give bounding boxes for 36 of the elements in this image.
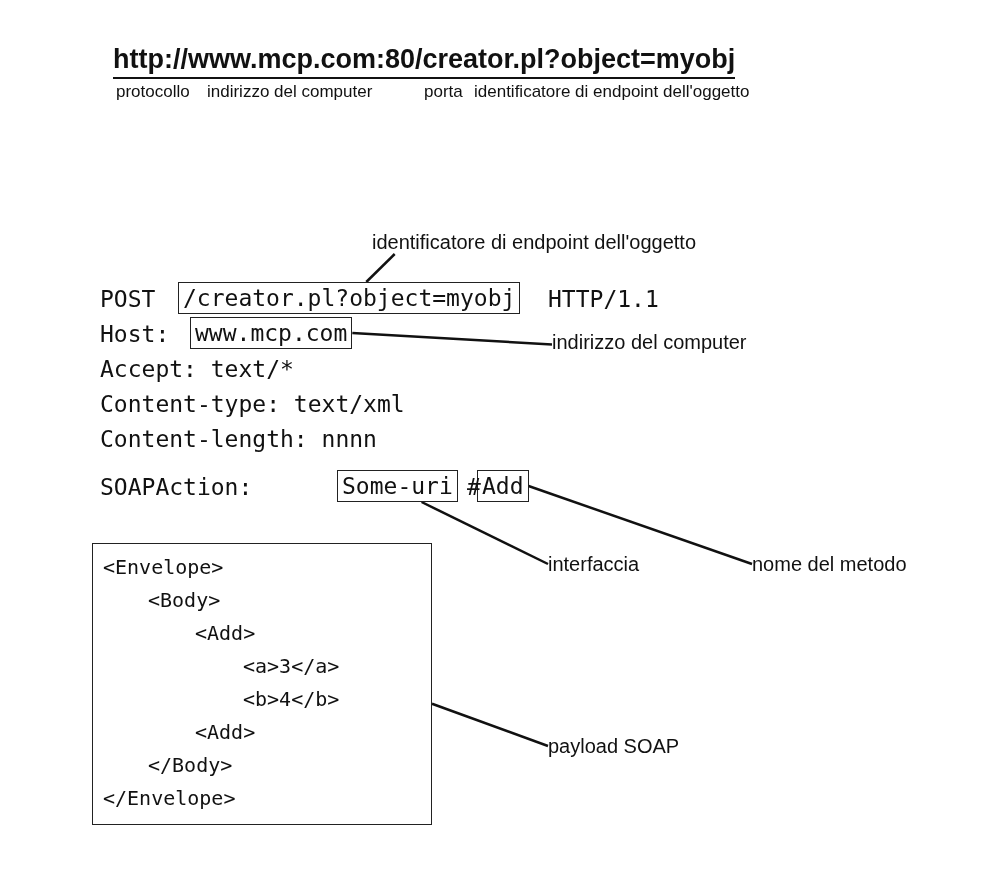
callout-text: interfaccia <box>548 552 640 576</box>
callout-text: indirizzo del computer <box>552 330 747 354</box>
code-line: SOAPAction: <box>100 472 253 502</box>
code-line: </Body> <box>148 752 233 778</box>
highlighted-code: Some-uri <box>337 470 458 502</box>
caption-text: identificatore di endpoint dell'oggetto <box>474 81 750 103</box>
url-heading: http://www.mcp.com:80/creator.pl?object=myobj <box>113 44 736 79</box>
code-line: </Envelope> <box>103 785 236 811</box>
code-line: <Add> <box>195 719 256 745</box>
callout-text: nome del metodo <box>752 552 907 576</box>
code-line: <Body> <box>148 587 221 613</box>
code-line: Content-type: text/xml <box>100 389 405 419</box>
caption-text: protocollo <box>116 81 190 103</box>
leader-line <box>421 500 549 566</box>
code-line: <a>3</a> <box>243 653 340 679</box>
code-line: <Envelope> <box>103 554 224 580</box>
code-line: <Add> <box>195 620 256 646</box>
leader-line <box>352 331 553 346</box>
highlighted-code: Add <box>477 470 529 502</box>
code-line: HTTP/1.1 <box>548 284 659 314</box>
code-line: POST <box>100 284 156 314</box>
highlighted-code: /creator.pl?object=myobj <box>178 282 521 314</box>
code-line: Content-length: nnnn <box>100 424 377 454</box>
leader-line <box>365 253 396 283</box>
caption-text: porta <box>424 81 463 103</box>
code-line: Accept: text/* <box>100 354 294 384</box>
code-line: <b>4</b> <box>243 686 340 712</box>
code-line: # <box>467 472 477 502</box>
highlighted-code: www.mcp.com <box>190 317 353 349</box>
callout-text: identificatore di endpoint dell'oggetto <box>372 230 697 254</box>
caption-text: indirizzo del computer <box>207 81 373 103</box>
code-line: Host: <box>100 319 170 349</box>
leader-line <box>431 702 549 748</box>
payload-box <box>92 543 432 825</box>
leader-line <box>528 484 753 566</box>
callout-text: payload SOAP <box>548 734 680 758</box>
